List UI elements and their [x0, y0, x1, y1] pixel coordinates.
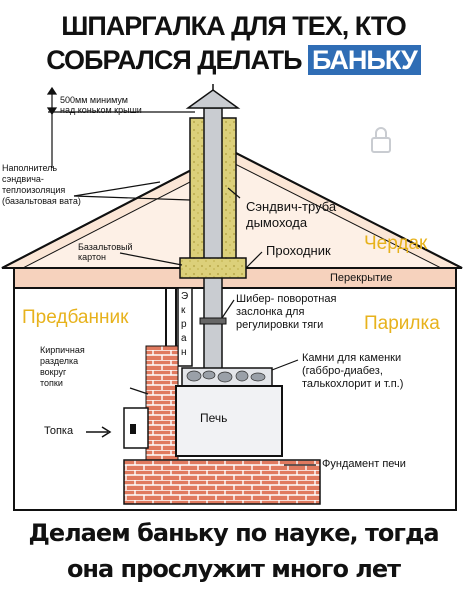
- screen-letter-2: к: [181, 305, 186, 316]
- firebox-handle: [130, 424, 136, 434]
- stove-body: [175, 385, 283, 457]
- stones-label-1: Камни для каменки: [302, 352, 402, 364]
- brick-label-3: вокруг: [40, 367, 67, 377]
- foundation-label: Фундамент печи: [322, 458, 406, 470]
- basalt-label-2: картон: [78, 252, 106, 262]
- screen-panel: [177, 287, 193, 367]
- attic-label: Чердак: [364, 233, 428, 254]
- title-line-2-plain: СОБРАЛСЯ ДЕЛАТЬ: [46, 45, 309, 75]
- damper-label-2: заслонка для: [236, 306, 305, 318]
- filler-label-2: сэндвича-: [2, 174, 44, 184]
- firebox-label: Топка: [44, 425, 74, 437]
- stones: [186, 370, 266, 383]
- brick-label-2: разделка: [40, 356, 79, 366]
- roof-gap-arrow: [46, 86, 58, 116]
- stove-foundation: [123, 459, 321, 505]
- damper-label-3: регулировки тяги: [236, 319, 324, 331]
- header: ШПАРГАЛКА ДЛЯ ТЕХ, КТО СОБРАЛСЯ ДЕЛАТЬ Б…: [0, 0, 467, 88]
- brick-label-1: Кирпичная: [40, 345, 85, 355]
- filler-label-4: (базальтовая вата): [2, 196, 81, 206]
- roof-gap-label-2: над коньком крыши: [60, 105, 142, 115]
- footer-line-1: Делаем баньку по науке, тогда: [28, 519, 439, 547]
- footer: Делаем баньку по науке, тогда она прослу…: [0, 513, 467, 600]
- title-accent: БАНЬКУ: [308, 45, 421, 75]
- chimney-cap: [185, 89, 241, 109]
- predbannik-label: Предбанник: [22, 307, 129, 328]
- damper: [199, 317, 227, 325]
- sandwich-label-1: Сэндвич-труба: [246, 199, 337, 214]
- screen-letter-5: н: [181, 347, 187, 358]
- brick-partition: [145, 345, 179, 467]
- parilka-label: Парилка: [364, 313, 440, 334]
- filler-label-1: Наполнитель: [2, 163, 58, 173]
- screen-letter-3: р: [181, 319, 187, 330]
- roof-gap-label-1: 500мм минимум: [60, 95, 128, 105]
- title-line-1: ШПАРГАЛКА ДЛЯ ТЕХ, КТО: [61, 11, 406, 41]
- lock-icon: [371, 127, 391, 153]
- chimney-inner-pipe: [203, 107, 223, 379]
- sandwich-label-2: дымохода: [246, 215, 308, 230]
- stove-label: Печь: [200, 411, 228, 425]
- filler-label-3: теплоизоляция: [2, 185, 66, 195]
- stones-label-3: талькохлорит и т.п.): [302, 378, 404, 390]
- screen-letter-4: а: [181, 333, 187, 344]
- stones-label-2: (габбро-диабез,: [302, 365, 383, 377]
- brick-label-4: топки: [40, 378, 63, 388]
- title-line-2: СОБРАЛСЯ ДЕЛАТЬ БАНЬКУ: [0, 44, 467, 76]
- basalt-label-1: Базальтовый: [78, 242, 133, 252]
- passthrough-box: [179, 257, 247, 279]
- passthrough-label: Проходник: [266, 243, 331, 258]
- leader-lines: [48, 92, 316, 466]
- footer-line-2: она прослужит много лет: [66, 555, 401, 583]
- firebox-arrow: [86, 426, 112, 438]
- roof-line-right: [229, 149, 463, 269]
- damper-label-1: Шибер- поворотная: [236, 293, 337, 305]
- ceiling-label: Перекрытие: [330, 272, 393, 284]
- firebox-door: [123, 407, 149, 449]
- screen-letter-1: Э: [181, 291, 189, 302]
